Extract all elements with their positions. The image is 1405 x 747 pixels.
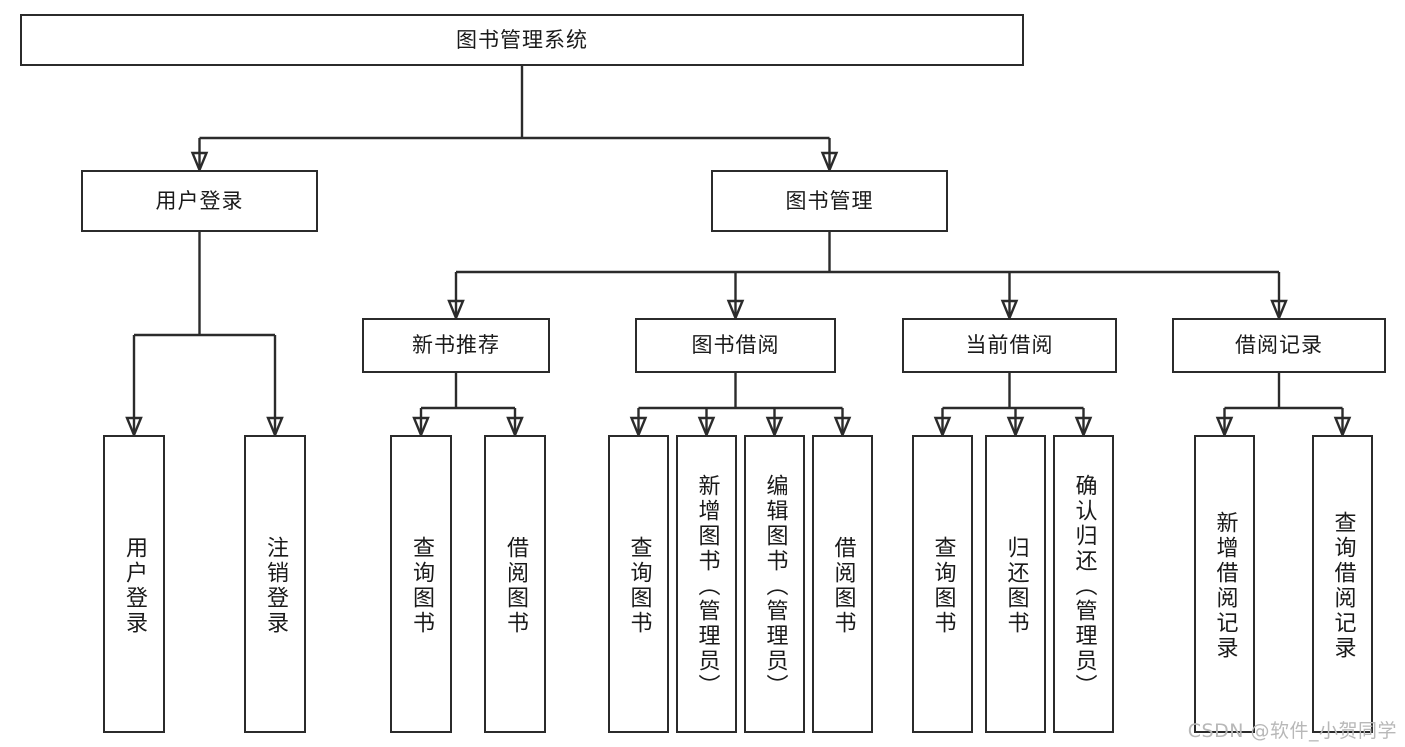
- arrow-head-icon-bookmgmt: [820, 151, 839, 174]
- node-box-l2[interactable]: 注销登录: [244, 435, 306, 733]
- node-box-l12[interactable]: 新增借阅记录: [1194, 435, 1255, 733]
- node-box-l10[interactable]: 归还图书: [985, 435, 1046, 733]
- node-box-bookmgmt[interactable]: 图书管理: [711, 170, 948, 232]
- node-label-l4: 借阅图书: [503, 536, 528, 636]
- node-label-l12: 新增借阅记录: [1212, 511, 1238, 661]
- arrow-head-icon-l12: [1215, 416, 1234, 439]
- node-box-l13[interactable]: 查询借阅记录: [1312, 435, 1373, 733]
- node-box-l1[interactable]: 用户登录: [103, 435, 165, 733]
- node-label-login: 用户登录: [155, 188, 244, 213]
- node-label-root: 图书管理系统: [456, 27, 588, 52]
- node-box-l5[interactable]: 查询图书: [608, 435, 669, 733]
- node-box-newbook[interactable]: 新书推荐: [362, 318, 550, 373]
- node-label-l11: 确认归还（管理员）: [1071, 473, 1097, 699]
- node-box-current[interactable]: 当前借阅: [902, 318, 1117, 373]
- node-label-current: 当前借阅: [965, 333, 1054, 358]
- arrow-head-icon-records: [1270, 299, 1288, 322]
- arrow-head-icon-newbook: [447, 299, 465, 322]
- arrow-head-icon-l9: [933, 416, 952, 439]
- arrow-head-icon-borrow: [726, 299, 745, 322]
- arrow-head-icon-l1: [125, 416, 143, 439]
- node-label-l1: 用户登录: [122, 536, 147, 636]
- node-box-l4[interactable]: 借阅图书: [484, 435, 546, 733]
- node-label-l10: 归还图书: [1003, 536, 1029, 636]
- arrow-head-icon-login: [190, 151, 209, 174]
- arrow-head-icon-l6: [697, 416, 716, 439]
- node-box-borrow[interactable]: 图书借阅: [635, 318, 836, 373]
- node-box-login[interactable]: 用户登录: [81, 170, 318, 232]
- arrow-head-icon-current: [1000, 299, 1019, 322]
- node-box-l3[interactable]: 查询图书: [390, 435, 452, 733]
- watermark-text: CSDN @软件_小贺同学: [1187, 720, 1397, 742]
- node-label-l5: 查询图书: [626, 536, 652, 636]
- arrow-head-icon-l7: [765, 416, 784, 439]
- node-label-l9: 查询图书: [930, 536, 956, 636]
- arrow-head-icon-l10: [1006, 416, 1025, 439]
- node-box-l8[interactable]: 借阅图书: [812, 435, 873, 733]
- node-label-borrow: 图书借阅: [691, 333, 780, 358]
- arrow-head-icon-l13: [1333, 416, 1352, 439]
- node-label-l7: 编辑图书（管理员）: [762, 473, 788, 699]
- node-label-l6: 新增图书（管理员）: [694, 473, 720, 699]
- arrow-head-icon-l2: [266, 416, 284, 439]
- node-box-l7[interactable]: 编辑图书（管理员）: [744, 435, 805, 733]
- node-label-l2: 注销登录: [263, 536, 288, 636]
- node-label-l8: 借阅图书: [830, 536, 856, 636]
- node-label-l13: 查询借阅记录: [1330, 511, 1356, 661]
- node-label-newbook: 新书推荐: [412, 333, 500, 358]
- node-label-records: 借阅记录: [1235, 333, 1323, 358]
- node-box-records[interactable]: 借阅记录: [1172, 318, 1386, 373]
- node-box-l9[interactable]: 查询图书: [912, 435, 973, 733]
- arrow-head-icon-l5: [629, 416, 648, 439]
- node-label-l3: 查询图书: [409, 536, 434, 636]
- node-label-bookmgmt: 图书管理: [785, 188, 874, 213]
- node-box-root[interactable]: 图书管理系统: [20, 14, 1024, 66]
- arrow-head-icon-l11: [1074, 416, 1093, 439]
- node-box-l11[interactable]: 确认归还（管理员）: [1053, 435, 1114, 733]
- arrow-head-icon-l8: [833, 416, 852, 439]
- arrow-head-icon-l3: [412, 416, 430, 439]
- arrow-head-icon-l4: [506, 416, 524, 439]
- node-box-l6[interactable]: 新增图书（管理员）: [676, 435, 737, 733]
